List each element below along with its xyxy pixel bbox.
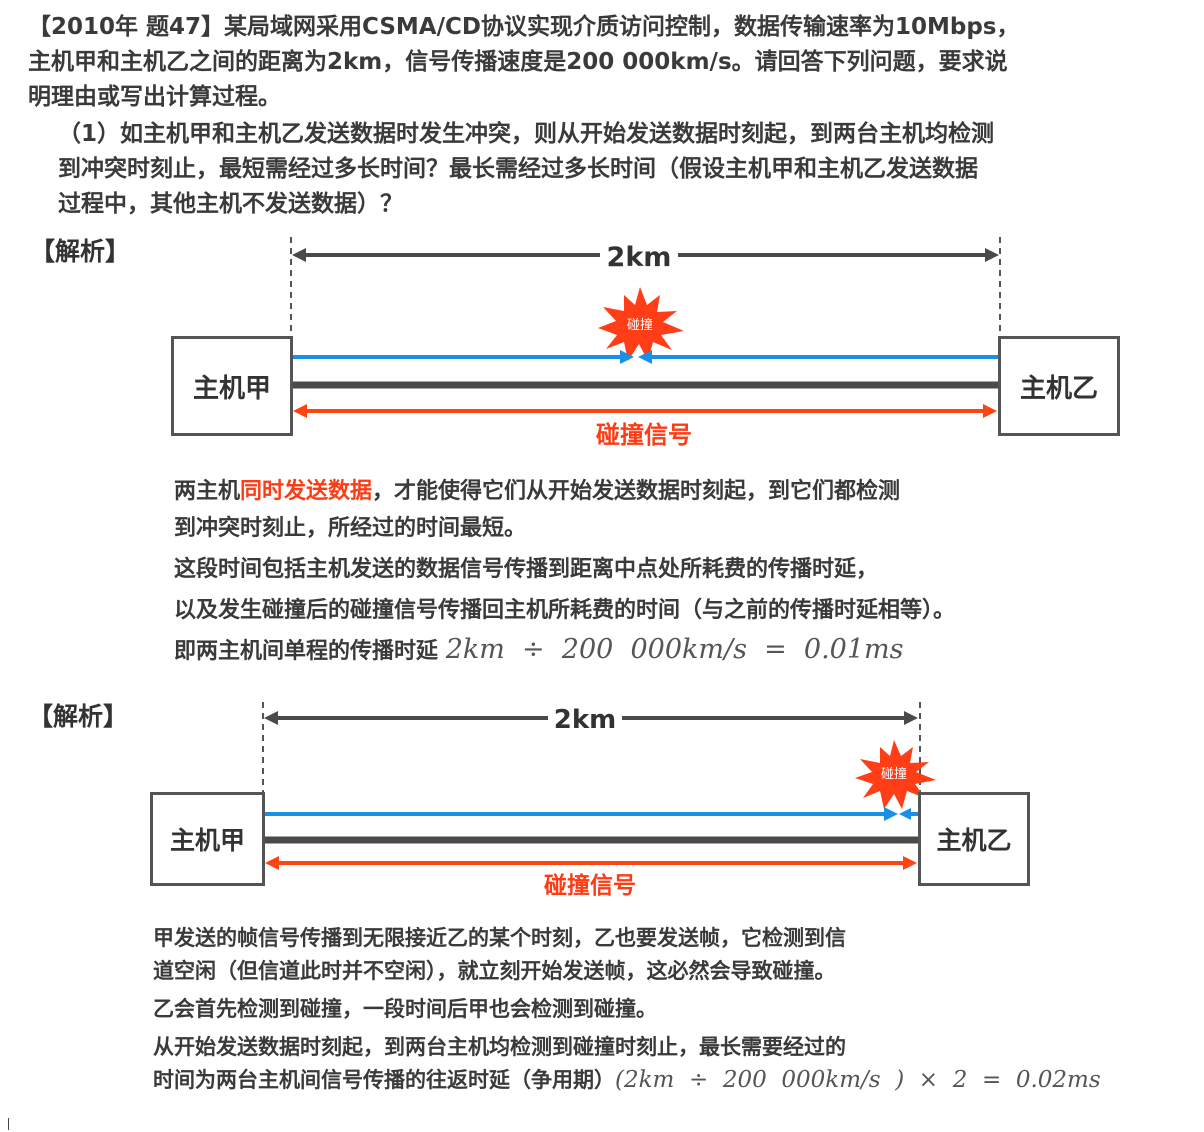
host-a-box: 主机甲 [150,792,265,886]
analysis-1-paragraph-2-cont: 以及发生碰撞后的碰撞信号传播回主机所耗费的时间（与之前的传播时延相等）。 [174,598,956,623]
subquestion-line-2: 到冲突时刻止，最短需经过多长时间？最长需经过多长时间（假设主机甲和主机乙发送数据 [58,156,978,182]
analysis-1-paragraph-3: 即两主机间单程的传播时延 2km ÷ 200 000km/s = 0.01ms [174,634,904,665]
collision-signal-label: 碰撞信号 [544,872,636,899]
analysis-2-line-2: 道空闲（但信道此时并不空闲），就立刻开始发送帧，这必然会导致碰撞。 [153,959,836,983]
host-b-signal-arrowhead [899,808,911,820]
diagram-shortest-collision: 2km 碰撞 碰撞信号 [290,237,1001,449]
distance-arrowhead-right [985,248,999,262]
collision-signal-arrowhead-left [293,404,307,418]
host-b-box: 主机乙 [998,336,1120,436]
formula-round-trip-delay: (2km ÷ 200 000km/s ) × 2 = 0.02ms [615,1067,1101,1093]
collision-label: 碰撞 [881,767,907,782]
distance-arrowhead-right [904,711,918,725]
host-a-box: 主机甲 [171,336,293,436]
host-a-signal-arrowhead [620,350,634,364]
analysis-1-paragraph-1: 两主机同时发送数据，才能使得它们从开始发送数据时刻起，到它们都检测 [174,479,901,504]
distance-label: 2km [554,705,616,735]
host-b-box: 主机乙 [918,792,1030,886]
collision-burst-icon [598,287,684,361]
analysis-2-heading: 【解析】 [28,702,129,731]
question-line-1: 【2010年 题47】某局域网采用CSMA/CD协议实现介质访问控制，数据传输速… [28,14,1020,40]
subquestion-line-1: （1）如主机甲和主机乙发送数据时发生冲突，则从开始发送数据时刻起，到两台主机均检… [58,121,995,147]
analysis-1-paragraph-2: 这段时间包括主机发送的数据信号传播到距离中点处所耗费的传播时延， [174,557,879,582]
collision-burst-icon [855,740,936,809]
host-b-signal-arrowhead [638,350,652,364]
distance-label: 2km [607,242,672,273]
question-line-2: 主机甲和主机乙之间的距离为2km，信号传播速度是200 000km/s。请回答下… [28,49,1008,75]
analysis-2-line-3: 乙会首先检测到碰撞，一段时间后甲也会检测到碰撞。 [153,997,657,1021]
analysis-1-paragraph-1-cont: 到冲突时刻止，所经过的时间最短。 [174,516,527,541]
analysis-2-line-5: 时间为两台主机间信号传播的往返时延（争用期）(2km ÷ 200 000km/s… [153,1067,1101,1093]
analysis-2-line-1: 甲发送的帧信号传播到无限接近乙的某个时刻，乙也要发送帧，它检测到信 [153,926,846,950]
subquestion-line-3: 过程中，其他主机不发送数据）？ [58,191,403,217]
question-line-3: 明理由或写出计算过程。 [28,84,281,110]
collision-signal-arrowhead-right [903,856,917,870]
collision-signal-label: 碰撞信号 [596,421,692,449]
highlight-simultaneous: 同时发送数据 [240,479,373,504]
collision-label: 碰撞 [627,318,653,333]
diagram-longest-collision: 2km 碰撞 碰撞信号 [262,702,936,899]
host-a-signal-arrowhead [884,807,898,821]
distance-arrowhead-left [292,248,306,262]
formula-one-way-delay: 2km ÷ 200 000km/s = 0.01ms [445,634,904,665]
collision-signal-arrowhead-left [265,856,279,870]
distance-arrowhead-left [264,711,278,725]
analysis-2-line-4: 从开始发送数据时刻起，到两台主机均检测到碰撞时刻止，最长需要经过的 [153,1035,846,1059]
collision-signal-arrowhead-right [983,404,997,418]
analysis-1-heading: 【解析】 [30,237,131,266]
text-cursor [8,1118,9,1130]
